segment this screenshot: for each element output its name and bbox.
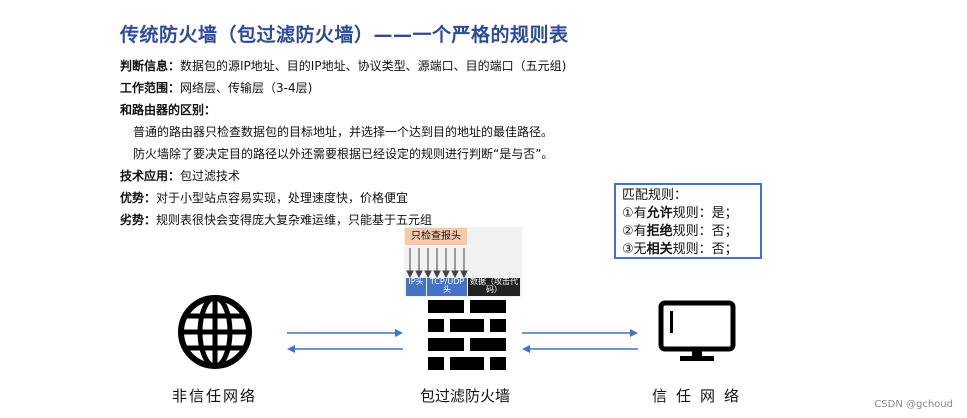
- traffic-arrows-left: [287, 329, 403, 353]
- info-line-tech: 技术应用：包过滤技术: [120, 168, 240, 184]
- info-line-diff: 和路由器的区别：: [120, 102, 216, 118]
- monitor-icon: [658, 300, 736, 361]
- untrusted-network-label: 非信任网络: [172, 387, 258, 405]
- check-header-label: 只检查报头: [405, 228, 467, 245]
- info-line-disadvantage: 劣势：规则表很快会变得庞大复杂难运维，只能基于五元组: [120, 212, 432, 228]
- rule-suffix: 规则：是；: [672, 206, 738, 221]
- rule-prefix: ③无: [622, 242, 647, 257]
- packet-cell-tcp: TCP/UDP头: [427, 278, 467, 296]
- firewall-icon: [428, 300, 506, 370]
- rule-prefix: ②有: [622, 224, 647, 239]
- page-title: 传统防火墙（包过滤防火墙）——一个严格的规则表: [120, 24, 569, 46]
- packet-cell-data: 数据（攻击代码）: [468, 277, 520, 296]
- rule-prefix: ①有: [622, 206, 647, 221]
- info-line-judgement: 判断信息：数据包的源IP地址、目的IP地址、协议类型、源端口、目的端口（五元组): [120, 58, 566, 74]
- info-label: 优势：: [120, 191, 157, 205]
- traffic-arrows-right: [522, 329, 638, 353]
- trusted-network-label: 信任网络: [652, 387, 749, 405]
- inspection-arrows: [406, 248, 468, 278]
- rule-keyword: 允许: [646, 206, 673, 221]
- info-label: 工作范围：: [120, 81, 181, 95]
- info-text: 对于小型站点容易实现，处理速度快，价格便宜: [156, 191, 409, 205]
- info-line-firewall: 防火墙除了要决定目的路径以外还需要根据已经设定的规则进行判断“是与否”。: [133, 146, 553, 162]
- rule-box: 匹配规则： ①有允许规则：是； ②有拒绝规则：否； ③无相关规则：否；: [614, 183, 762, 259]
- info-label: 技术应用：: [120, 169, 181, 183]
- info-label: 和路由器的区别：: [120, 103, 217, 117]
- packet-cell-ip: IP头: [406, 278, 426, 296]
- rule-item-none: ③无相关规则：否；: [622, 241, 754, 259]
- rule-suffix: 规则：否；: [672, 224, 738, 239]
- rule-keyword: 相关: [646, 242, 673, 257]
- info-text: 网络层、传输层（3-4层): [180, 81, 313, 95]
- info-label: 劣势：: [120, 213, 157, 227]
- firewall-label: 包过滤防火墙: [420, 387, 511, 405]
- info-line-router: 普通的路由器只检查数据包的目标地址，并选择一个达到目的地址的最佳路径。: [133, 124, 553, 140]
- rule-item-allow: ①有允许规则：是；: [622, 205, 754, 223]
- info-text: 防火墙除了要决定目的路径以外还需要根据已经设定的规则进行判断“是与否”。: [133, 147, 554, 161]
- watermark: CSDN @gchoud: [874, 399, 953, 410]
- rule-header: 匹配规则：: [622, 188, 688, 203]
- info-text: 规则表很快会变得庞大复杂难运维，只能基于五元组: [156, 213, 433, 227]
- globe-icon: [178, 295, 252, 369]
- rule-keyword: 拒绝: [646, 224, 673, 239]
- info-text: 包过滤技术: [180, 169, 241, 183]
- info-line-advantage: 优势：对于小型站点容易实现，处理速度快，价格便宜: [120, 190, 408, 206]
- info-text: 数据包的源IP地址、目的IP地址、协议类型、源端口、目的端口（五元组): [180, 59, 567, 73]
- info-label: 判断信息：: [120, 59, 181, 73]
- rule-item-deny: ②有拒绝规则：否；: [622, 223, 754, 241]
- info-text: 普通的路由器只检查数据包的目标地址，并选择一个达到目的地址的最佳路径。: [133, 125, 554, 139]
- info-line-scope: 工作范围：网络层、传输层（3-4层): [120, 80, 312, 96]
- rule-suffix: 规则：否；: [672, 242, 738, 257]
